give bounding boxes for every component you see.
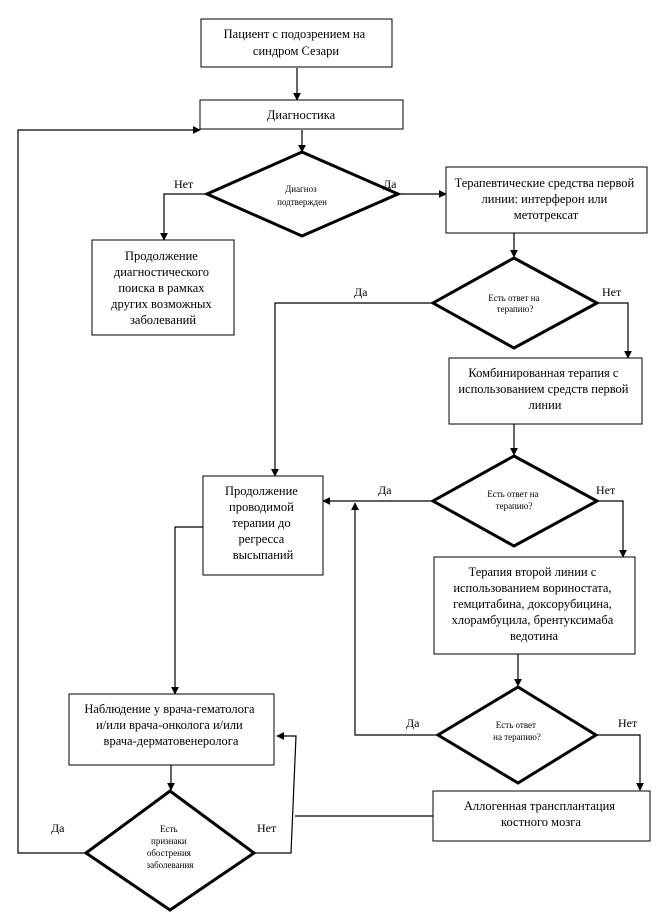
observation-box [68,693,275,766]
transplant-box-text: Аллогенная трансплантация костного мозга [464,799,618,829]
connectors [17,68,644,854]
r2-yes-label: Да [378,483,392,497]
start-box-text: Пациент с подозрением на синдром Сезари [224,27,369,58]
combined-therapy-box [448,357,643,425]
diagnostics-box [199,99,404,130]
response1-decision [429,256,601,350]
transplant-box [432,790,651,842]
continue-therapy-box-text: Продолжение проводимой терапии до регрес… [225,484,301,562]
observation-box-text: Наблюдение у врача-гематолога и/или врач… [84,702,257,748]
diag-no-label: Нет [174,177,194,191]
diag-yes-label: Да [383,177,397,191]
first-line-box-text: Терапевтические средства первой линии: и… [455,176,638,222]
r1-yes-label: Да [354,285,368,299]
arrow-exacerbation-no [254,732,297,854]
response1-text: Есть ответ на терапию? [488,293,542,314]
exacerbation-decision [83,789,257,912]
continue-search-box [91,239,235,336]
arrow-r3-yes [351,502,438,736]
response2-text: Есть ответ на терапию? [487,489,541,511]
diagnostics-box-text: Диагностика [267,108,336,122]
second-line-box-text: Терапия второй линии с использованием во… [452,565,617,643]
continue-search-box-text: Продолжение диагностического поиска в ра… [111,249,215,327]
arrow-diag-no [160,193,207,241]
arrow-r1-yes [271,302,433,477]
exacerbation-text: Есть признаки обострения заболевания [147,824,194,870]
arrow-continue-to-observation [171,526,205,695]
response2-decision [429,454,601,548]
diagnosis-confirmed-text: Диагноз подтвержден [277,184,327,207]
arrow-r2-no [597,500,627,558]
arrow-exacerbation-yes-loop [17,126,201,854]
first-line-box [445,166,648,234]
exacerbation-no-label: Нет [257,821,277,835]
arrow-r1-no [597,302,632,359]
r1-no-label: Нет [602,285,622,299]
continue-therapy-box [202,475,324,576]
r3-yes-label: Да [406,716,420,730]
diagnosis-confirmed-decision [203,150,402,238]
response3-text: Есть ответ на терапию? [493,720,541,742]
exacerbation-yes-label: Да [51,821,65,835]
arrow-r3-no [596,734,644,791]
second-line-box [433,556,636,655]
start-box [200,18,393,68]
combined-therapy-box-text: Комбинированная терапия с использованием… [458,366,631,412]
r2-no-label: Нет [596,483,616,497]
r3-no-label: Нет [618,716,638,730]
response3-decision [435,685,599,785]
